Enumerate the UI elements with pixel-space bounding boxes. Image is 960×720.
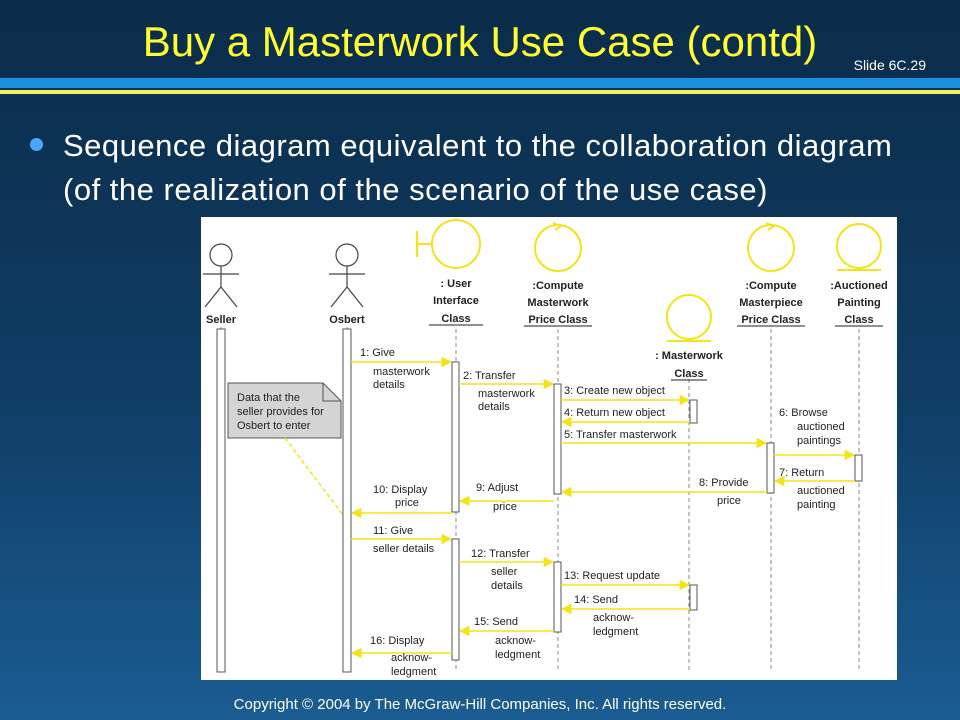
bullet-icon xyxy=(30,138,43,151)
message-7-line1: 7: Return xyxy=(779,467,824,479)
compute-mw-activation-bar xyxy=(553,383,562,495)
message-16-line2: acknow- xyxy=(391,652,432,664)
message-12-line2: seller xyxy=(491,566,518,578)
message-16-line3: ledgment xyxy=(391,666,436,678)
title-divider-blue xyxy=(0,78,960,88)
message-1-line3: details xyxy=(373,379,405,391)
copyright-footer: Copyright © 2004 by The McGraw-Hill Comp… xyxy=(233,696,727,713)
osbert-actor-label: Osbert xyxy=(329,314,365,326)
title-divider-yellow xyxy=(0,90,960,94)
message-13-label: 13: Request update xyxy=(564,570,660,582)
note-connector xyxy=(284,437,344,516)
compute-mp-object-line2: Masterpiece xyxy=(739,297,803,309)
note-box xyxy=(227,382,342,439)
bullet-text: Sequence diagram equivalent to the colla… xyxy=(63,128,893,207)
message-16-line1: 16: Display xyxy=(370,635,425,647)
note-text-line2: seller provides for xyxy=(237,406,324,418)
message-15-line3: ledgment xyxy=(495,649,540,661)
message-11-line2: seller details xyxy=(373,543,435,555)
message-8-line1: 8: Provide xyxy=(699,477,749,489)
message-11-line1: 11: Give xyxy=(373,525,413,537)
auctioned-activation-bar xyxy=(854,454,863,482)
message-7-line2: auctioned xyxy=(797,485,845,497)
ui-activation-bar xyxy=(451,538,460,661)
message-3-label: 3: Create new object xyxy=(564,385,665,397)
entity-object-icon xyxy=(666,294,712,342)
compute-mw-activation-bar xyxy=(553,561,562,633)
boundary-object-icon xyxy=(416,219,481,269)
message-15-line2: acknow- xyxy=(495,635,536,647)
message-12-line3: details xyxy=(491,580,523,592)
seller-activation-bar xyxy=(216,328,226,673)
compute-mp-activation-bar xyxy=(766,442,775,494)
slide-title: Buy a Masterwork Use Case (contd) xyxy=(142,18,818,65)
auctioned-object-line3: Class xyxy=(844,314,873,326)
message-2-line2: masterwork xyxy=(478,388,535,400)
ui-object-line3: Class xyxy=(441,313,470,325)
message-10-line1: 10: Display xyxy=(373,484,428,496)
compute-mw-object-line2: Masterwork xyxy=(527,297,589,309)
message-14-line1: 14: Send xyxy=(574,594,618,606)
compute-mp-object-line3: Price Class xyxy=(741,314,800,326)
seller-actor-icon xyxy=(203,243,239,308)
message-1-line2: masterwork xyxy=(373,366,430,378)
note-text-line3: Osbert to enter xyxy=(237,420,311,432)
compute-mw-object-line1: :Compute xyxy=(532,280,583,292)
message-10-line2: price xyxy=(395,497,419,509)
auctioned-object-line2: Painting xyxy=(837,297,880,309)
ui-activation-bar xyxy=(451,361,460,513)
message-4-label: 4: Return new object xyxy=(564,407,665,419)
message-14-line3: ledgment xyxy=(593,626,638,638)
message-6-line2: auctioned xyxy=(797,421,845,433)
message-9-line2: price xyxy=(493,501,517,513)
ui-object-line2: Interface xyxy=(433,295,479,307)
control-object-icon xyxy=(747,222,795,272)
message-6-line3: paintings xyxy=(797,435,842,447)
message-12-line1: 12: Transfer xyxy=(471,548,530,560)
message-9-line1: 9: Adjust xyxy=(476,482,518,494)
message-2-line3: details xyxy=(478,401,510,413)
masterwork-object-line1: : Masterwork xyxy=(655,350,724,362)
message-5-label: 5: Transfer masterwork xyxy=(564,429,677,441)
entity-object-icon xyxy=(836,223,882,271)
sequence-diagram: Seller Osbert : User Interface Class :Co… xyxy=(201,217,897,680)
slide-number: Slide 6C.29 xyxy=(853,57,926,73)
message-6-line1: 6: Browse xyxy=(779,407,828,419)
compute-mp-object-line1: :Compute xyxy=(745,280,796,292)
masterwork-activation-bar xyxy=(689,584,698,611)
message-2-line1: 2: Transfer xyxy=(463,370,516,382)
control-object-icon xyxy=(534,222,582,272)
masterwork-object-line2: Class xyxy=(674,368,703,380)
message-14-line2: acknow- xyxy=(593,612,634,624)
sequence-diagram-canvas: Seller Osbert : User Interface Class :Co… xyxy=(203,219,888,678)
masterwork-activation-bar xyxy=(689,399,698,424)
message-15-line1: 15: Send xyxy=(474,616,518,628)
seller-actor-label: Seller xyxy=(206,314,237,326)
message-7-line3: painting xyxy=(797,499,836,511)
osbert-actor-icon xyxy=(329,243,365,308)
ui-object-line1: : User xyxy=(440,278,472,290)
auctioned-object-line1: :Auctioned xyxy=(830,280,887,292)
osbert-activation-bar xyxy=(342,328,352,673)
message-1-line1: 1: Give xyxy=(360,347,395,359)
note-text-line1: Data that the xyxy=(237,392,300,404)
message-8-line2: price xyxy=(717,495,741,507)
compute-mw-object-line3: Price Class xyxy=(528,314,587,326)
